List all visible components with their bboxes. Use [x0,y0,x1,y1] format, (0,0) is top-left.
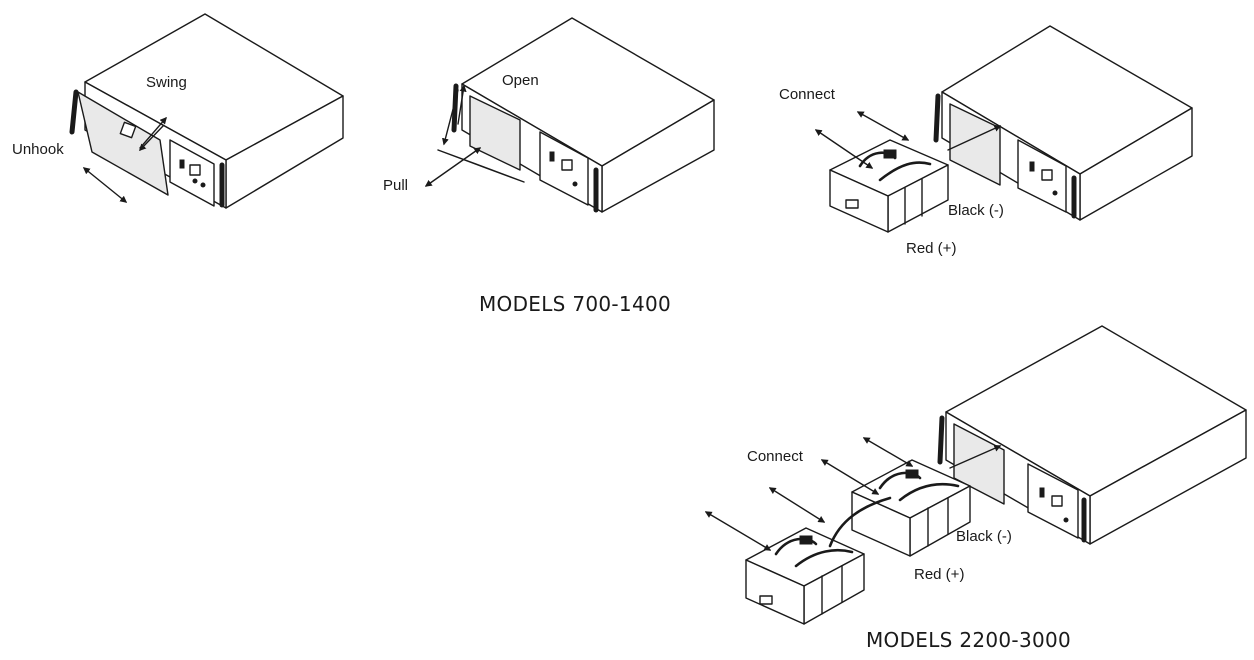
pull-arrow [424,147,482,187]
label-black-small: Black (-) [948,202,1004,219]
label-black-large: Black (-) [956,528,1012,545]
label-red-large: Red (+) [914,566,965,583]
connect-arrow-small-3 [947,125,1002,151]
open-arrow-2 [442,89,459,146]
label-connect-small: Connect [779,86,835,103]
label-swing: Swing [146,74,187,91]
open-arrow [457,84,467,125]
front-bezel [77,91,169,196]
unhook-arrow [82,167,128,203]
label-open: Open [502,72,539,89]
ups-unit-step-connect-small [933,25,1193,221]
ups-unit-step-pull [437,17,715,213]
connect-arrow-small-2 [856,111,910,141]
connect-arrow-large-3 [820,459,880,495]
battery-pack-large-front [745,496,892,625]
swing-arrow-2 [139,125,164,152]
bezel-slot [119,121,137,139]
connect-arrow-large-5 [949,445,1002,469]
battery-pack-large-rear [851,459,971,557]
label-unhook: Unhook [12,141,64,158]
connect-arrow-small-1 [814,129,874,169]
caption-models-small: MODELS 700-1400 [479,292,672,316]
label-connect-large: Connect [747,448,803,465]
connect-arrow-large-1 [704,511,772,551]
label-red-small: Red (+) [906,240,957,257]
connect-arrow-large-2 [768,487,826,523]
ups-unit-step-unhook [69,13,344,209]
connect-arrow-large-4 [862,437,914,467]
battery-pack-small [829,139,949,233]
swing-arrow [139,116,167,149]
ups-unit-step-connect-large [937,325,1247,545]
label-pull: Pull [383,177,409,194]
caption-models-large: MODELS 2200-3000 [866,628,1072,652]
